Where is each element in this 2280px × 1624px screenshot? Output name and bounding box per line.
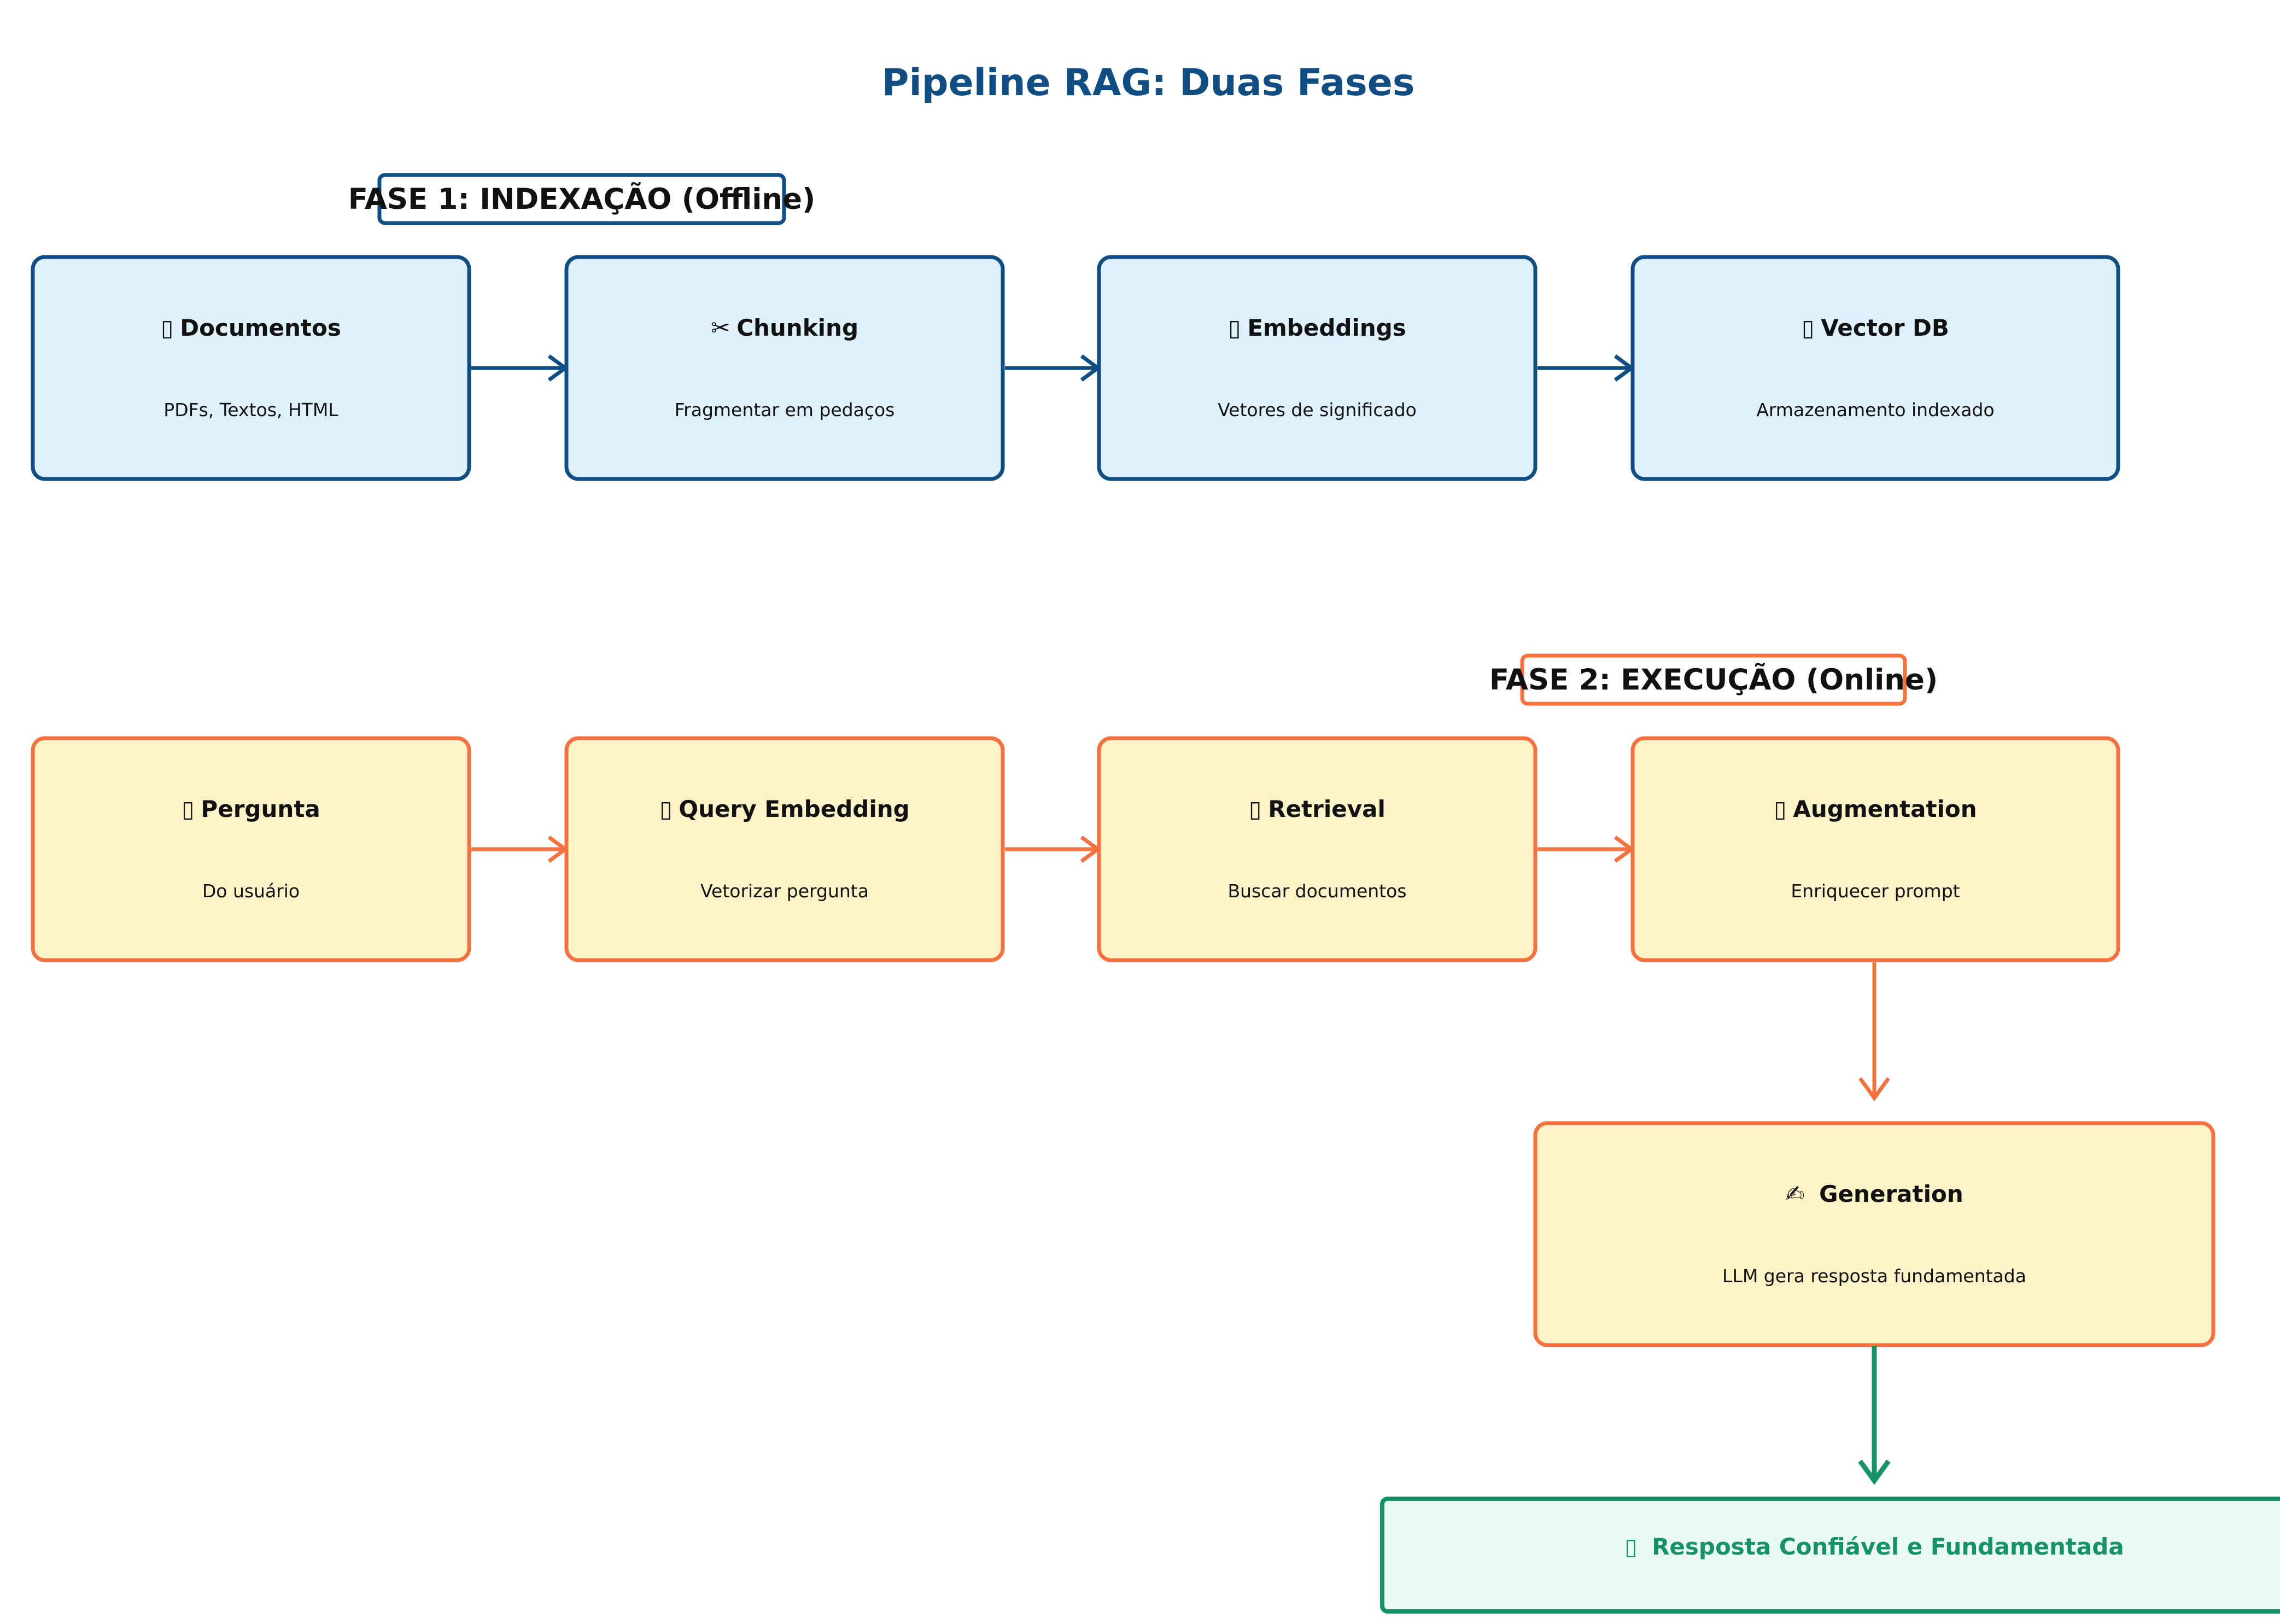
database-icon: ▯ [1802,314,1814,341]
phase1-node-subtitle: Fragmentar em pedaços [675,399,895,420]
check-icon: ▯ [1624,1533,1637,1560]
phase2-node-title: ▯ Pergunta [182,796,320,822]
final-label-text: Resposta Confiável e Fundamentada [1652,1533,2124,1560]
phase2-node-subtitle: Enriquecer prompt [1791,880,1960,902]
phase2-node-title-text: Query Embedding [679,796,909,822]
generation-node: ✍ Generation LLM gera resposta fundament… [1533,1121,2215,1347]
phase2-node-title-text: Pergunta [201,796,320,822]
phase1-arrow-1 [471,354,569,382]
final-node: ▯ Resposta Confiável e Fundamentada [1380,1497,2280,1614]
phase2-arrow-2 [1005,836,1101,863]
phase1-label: FASE 1: INDEXAÇÃO (Offline) [348,182,816,216]
phase2-node-subtitle: Vetorizar pergunta [700,880,869,902]
phase1-arrow-2 [1005,354,1101,382]
diagram-title: Pipeline RAG: Duas Fases [882,61,1415,104]
phase1-node-title: ▯ Vector DB [1802,314,1949,341]
final-label: ▯ Resposta Confiável e Fundamentada [1624,1533,2124,1560]
phase1-node-4: ▯ Vector DB Armazenamento indexado [1630,255,2120,481]
phase1-label-box [377,173,786,225]
phase2-label: FASE 2: EXECUÇÃO (Online) [1489,662,1938,697]
generation-title-text: Generation [1819,1181,1963,1207]
query-embedding-icon: ▯ [659,796,672,822]
search-icon: ▯ [1249,796,1261,822]
phase2-node-title-text: Augmentation [1793,796,1977,822]
phase1-node-subtitle: Armazenamento indexado [1756,399,1994,420]
phase1-group: FASE 1: INDEXAÇÃO (Offline) ▯ DocumentosP… [31,173,2120,481]
phase1-node-title-text: Documentos [180,314,341,341]
phase2-node-title: ▯ Query Embedding [659,796,909,822]
phase2-label-box [1520,653,1907,706]
writing-hand-icon: ✍ [1785,1181,1804,1207]
phase1-node-title: ▯ Documentos [161,314,341,341]
phase1-node-title: ✂Chunking [711,314,858,341]
scissors-icon: ✂ [711,314,730,341]
phase2-node-subtitle: Buscar documentos [1227,880,1406,902]
phase2-arrow-3 [1537,836,1635,863]
phase1-node-title-text: Embeddings [1247,314,1406,341]
phase2-group: FASE 2: EXECUÇÃO (Online) ▯ Pergunta Do us… [31,653,2215,1347]
phase1-arrow-3 [1537,354,1635,382]
document-icon: ▯ [161,314,173,341]
embedding-icon: ▯ [1228,314,1241,341]
arrow-augmentation-to-generation [1858,962,1890,1101]
phase2-arrow-1 [471,836,569,863]
phase2-node-title: ▯ Retrieval [1249,796,1385,822]
phase2-node-1: ▯ Pergunta Do usuário [31,736,471,962]
phase1-node-title-text: Vector DB [1821,314,1949,341]
generation-subtitle: LLM gera resposta fundamentada [1722,1265,2026,1287]
phase1-node-title-text: Chunking [736,314,858,341]
phase2-node-title-text: Retrieval [1268,796,1385,822]
question-icon: ▯ [182,796,194,822]
phase1-node-title: ▯Embeddings [1228,314,1406,341]
phase1-node-subtitle: Vetores de significado [1218,399,1417,420]
phase2-node-subtitle: Do usuário [202,880,300,902]
generation-title: ✍ Generation [1785,1181,1963,1207]
phase1-node-subtitle: PDFs, Textos, HTML [163,399,338,420]
augmentation-icon: ▯ [1774,796,1786,822]
arrow-generation-to-final [1858,1346,1891,1485]
phase2-node-title: ▯ Augmentation [1774,796,1977,822]
